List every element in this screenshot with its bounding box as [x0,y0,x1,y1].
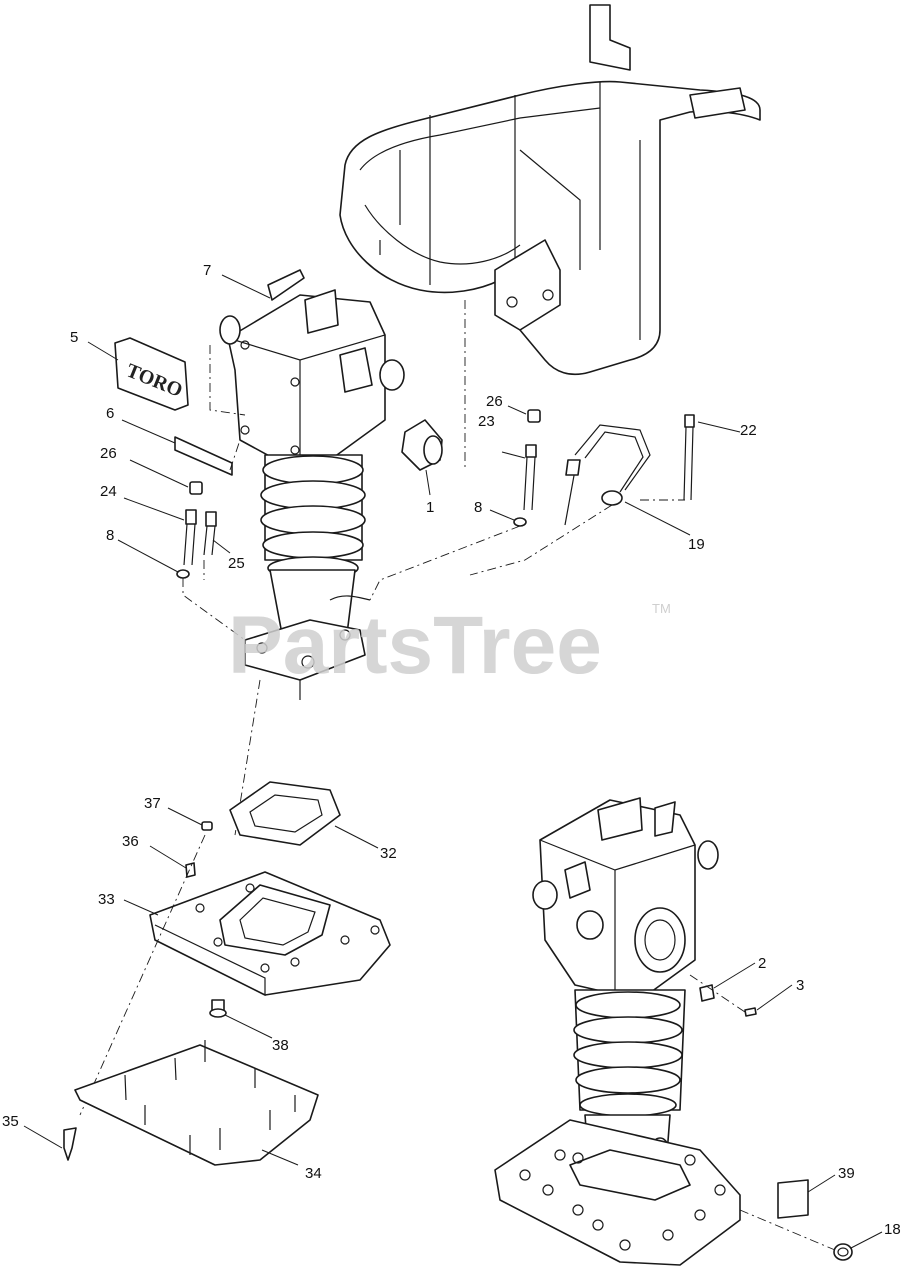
callout-18: 18 [884,1221,901,1238]
callout-3: 3 [796,977,804,994]
washer-8-center [513,517,527,527]
decal-39 [777,1179,809,1219]
rubber-mount [401,419,443,471]
crankcase-assembly [219,269,405,471]
callout-23: 23 [478,413,495,430]
callout-37: 37 [144,795,161,812]
bolt-24 [183,509,197,566]
cap-26-center [527,409,541,423]
callout-36: 36 [122,833,139,850]
callout-24: 24 [100,483,117,500]
callout-25: 25 [228,555,245,572]
base-plate [149,871,391,996]
bolt-38 [209,999,227,1018]
callout-8-left: 8 [106,527,114,544]
bellows [260,454,366,580]
callout-5: 5 [70,329,78,346]
callout-39: 39 [838,1165,855,1182]
callout-6: 6 [106,405,114,422]
leader-lines [23,274,883,1249]
assembled-machine [494,797,741,1266]
callout-38: 38 [272,1037,289,1054]
plug-18 [833,1243,853,1261]
toro-decal: TORO [114,337,189,411]
callout-labels: 1 2 3 5 6 7 8 8 18 19 22 23 24 25 26 26 … [2,262,901,1238]
bolt-23 [523,444,537,511]
callout-26-left: 26 [100,445,117,462]
bolt-22 [683,414,695,501]
callout-32: 32 [380,845,397,862]
callout-22: 22 [740,422,757,439]
callout-8-center: 8 [474,499,482,516]
callout-33: 33 [98,891,115,908]
cap-26-left [189,481,203,495]
pin-37 [201,821,213,831]
callout-2: 2 [758,955,766,972]
decal-strip [174,436,233,476]
handle-frame [339,4,761,376]
gasket [229,781,341,846]
fitting-2 [699,984,715,1002]
callout-7: 7 [203,262,211,279]
oil-line [564,424,651,526]
callout-34: 34 [305,1165,322,1182]
washer-8-left [176,569,190,579]
callout-1: 1 [426,499,434,516]
lower-leg [244,569,371,700]
watermark-text: PartsTree [228,600,602,691]
callout-19: 19 [688,536,705,553]
watermark-tm: TM [652,601,671,616]
callout-26-center: 26 [486,393,503,410]
rubber-pad [74,1040,319,1166]
screw-3 [744,1007,757,1017]
callout-35: 35 [2,1113,19,1130]
bolt-25 [203,511,217,556]
bolt-35 [63,1127,77,1161]
